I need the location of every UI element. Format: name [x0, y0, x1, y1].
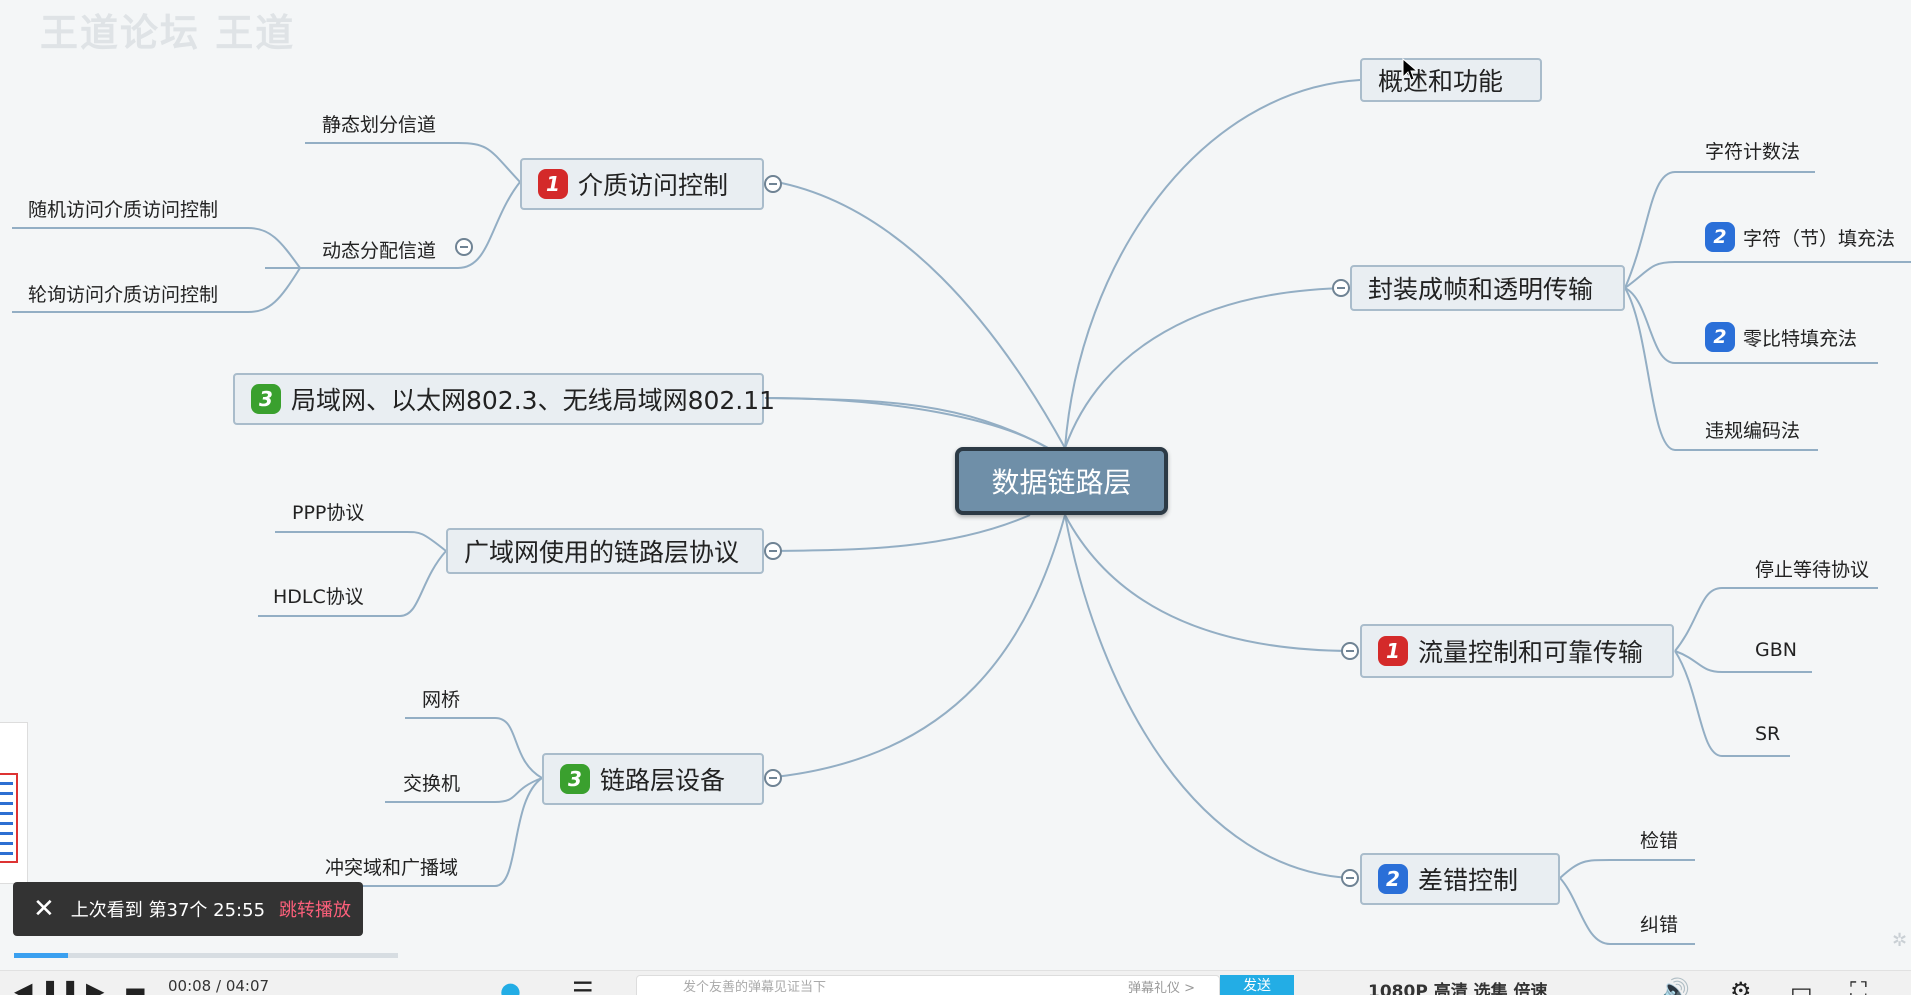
subtopic-stop-wait[interactable]: 停止等待协议 [1755, 559, 1870, 581]
subtopic-hdlc[interactable]: HDLC协议 [273, 586, 364, 608]
priority-2-icon: 2 [1378, 864, 1408, 894]
topic-framing-label: 封装成帧和透明传输 [1368, 275, 1594, 304]
pause-icon[interactable]: ❚❚ [40, 977, 81, 995]
document-icon [0, 773, 18, 863]
resume-text: 上次看到 第37个 25:55 [70, 900, 266, 921]
previous-icon[interactable]: ◀ [14, 977, 33, 995]
danmaku-etiquette-link[interactable]: 弹幕礼仪 > [1128, 981, 1196, 995]
topic-framing[interactable]: 封装成帧和透明传输 [1350, 265, 1625, 311]
danmaku-input[interactable]: 发个友善的弹幕见证当下 [636, 975, 1220, 995]
topic-mac[interactable]: 1 介质访问控制 [520, 158, 764, 210]
collapse-framing-toggle[interactable] [1332, 279, 1350, 297]
collapse-mac-toggle[interactable] [764, 175, 782, 193]
close-icon[interactable]: ✕ [33, 894, 55, 924]
topic-error-label: 差错控制 [1418, 866, 1519, 895]
collapse-flow-toggle[interactable] [1341, 642, 1359, 660]
collapse-devices-toggle[interactable] [764, 769, 782, 787]
volume-icon[interactable]: 🔊 [1660, 977, 1690, 995]
topic-error[interactable]: 2 差错控制 [1360, 853, 1560, 905]
topic-overview-label: 概述和功能 [1378, 67, 1504, 96]
subtopic-error-correct[interactable]: 纠错 [1640, 914, 1679, 936]
central-topic[interactable]: 数据链路层 [955, 447, 1168, 515]
corner-logo-icon: ✲ [1892, 930, 1908, 951]
topic-lan[interactable]: 3 局域网、以太网802.3、无线局域网802.11 [233, 373, 775, 425]
subtopic-error-detect[interactable]: 检错 [1640, 830, 1679, 852]
subtopic-ppp[interactable]: PPP协议 [292, 502, 365, 524]
danmaku-toggle-icon[interactable]: ● [500, 977, 521, 995]
subtopic-char-count[interactable]: 字符计数法 [1705, 141, 1801, 163]
resume-toast: ✕ 上次看到 第37个 25:55 跳转播放 [13, 882, 363, 936]
topic-wan-label: 广域网使用的链路层协议 [464, 538, 740, 567]
settings-icon[interactable]: ⚙ [1730, 977, 1752, 995]
subtopic-random-access[interactable]: 随机访问介质访问控制 [28, 199, 219, 221]
subtopic-collision-broadcast[interactable]: 冲突域和广播域 [325, 857, 459, 879]
progress-bar[interactable] [14, 953, 398, 958]
progress-fill [14, 953, 68, 958]
subtopic-polling-access[interactable]: 轮询访问介质访问控制 [28, 284, 219, 306]
danmaku-settings-icon[interactable]: ☰ [572, 977, 594, 995]
subtopic-bridge[interactable]: 网桥 [422, 689, 461, 711]
subtopic-switch[interactable]: 交换机 [403, 773, 461, 795]
subtopic-violation-coding[interactable]: 违规编码法 [1705, 420, 1801, 442]
subtopic-zero-bit[interactable]: 2 零比特填充法 [1705, 322, 1857, 352]
collapse-dynamic-toggle[interactable] [455, 238, 473, 256]
priority-1-icon: 1 [1378, 636, 1408, 666]
priority-3-icon: 3 [251, 384, 281, 414]
player-control-bar: ◀ ❚❚ ▶ ▬ 00:08 / 04:07 ● ☰ 发个友善的弹幕见证当下 弹… [0, 970, 1911, 995]
time-display: 00:08 / 04:07 [168, 977, 270, 995]
picture-in-picture-icon[interactable]: ▭ [1790, 977, 1813, 995]
topic-overview[interactable]: 概述和功能 [1360, 58, 1542, 102]
subtopic-static-channel[interactable]: 静态划分信道 [322, 114, 437, 136]
next-icon[interactable]: ▶ [86, 977, 105, 995]
playlist-icon[interactable]: ▬ [124, 977, 147, 995]
side-notes-panel[interactable] [0, 722, 28, 884]
watermark: 王道论坛 王道 [40, 11, 296, 55]
priority-3-icon: 3 [560, 764, 590, 794]
mouse-cursor-icon [1402, 58, 1418, 81]
central-topic-label: 数据链路层 [991, 466, 1132, 499]
jump-play-link[interactable]: 跳转播放 [279, 900, 352, 921]
priority-2-icon: 2 [1705, 222, 1735, 252]
quality-selector[interactable]: 1080P 高清 选集 倍速 [1368, 982, 1548, 995]
topic-flow-label: 流量控制和可靠传输 [1418, 638, 1644, 667]
topic-wan[interactable]: 广域网使用的链路层协议 [446, 528, 764, 574]
topic-mac-label: 介质访问控制 [578, 171, 729, 200]
priority-2-icon: 2 [1705, 322, 1735, 352]
collapse-wan-toggle[interactable] [764, 542, 782, 560]
send-button[interactable]: 发送 [1220, 975, 1294, 995]
topic-devices[interactable]: 3 链路层设备 [542, 753, 764, 805]
topic-flow[interactable]: 1 流量控制和可靠传输 [1360, 624, 1674, 678]
priority-1-icon: 1 [538, 169, 568, 199]
topic-devices-label: 链路层设备 [600, 766, 726, 795]
subtopic-sr[interactable]: SR [1755, 723, 1781, 745]
fullscreen-icon[interactable]: ⛶ [1850, 977, 1867, 995]
topic-lan-label: 局域网、以太网802.3、无线局域网802.11 [291, 386, 776, 415]
collapse-error-toggle[interactable] [1341, 869, 1359, 887]
subtopic-dynamic-channel[interactable]: 动态分配信道 [322, 240, 437, 262]
subtopic-char-stuffing[interactable]: 2 字符（节）填充法 [1705, 222, 1895, 252]
subtopic-gbn[interactable]: GBN [1755, 639, 1797, 661]
